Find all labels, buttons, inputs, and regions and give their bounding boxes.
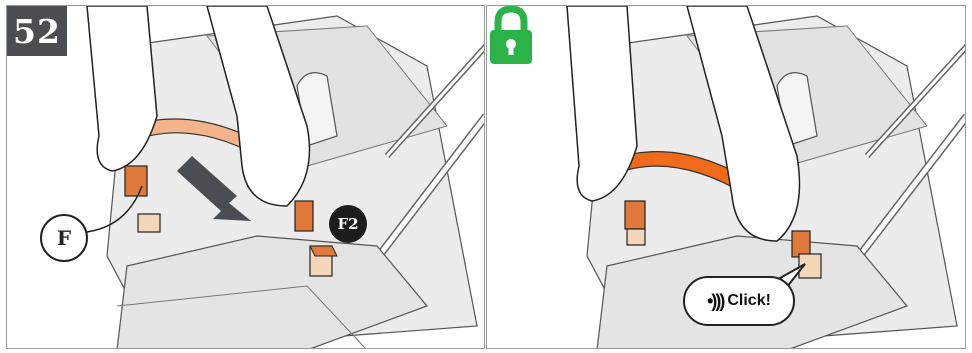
callout-f: F — [40, 214, 88, 262]
step-number-badge: 52 — [7, 6, 67, 56]
callout-f2: F2 — [329, 205, 367, 243]
illustration-left — [7, 6, 485, 349]
locked-padlock-icon — [487, 6, 535, 66]
click-label: Click! — [727, 292, 771, 310]
sound-waves-icon: •))) — [707, 291, 723, 312]
click-speech-bubble: •))) Click! — [683, 276, 795, 326]
step-panel-left: 52 F F2 — [6, 5, 485, 349]
step-panel-right: •))) Click! — [486, 5, 966, 349]
